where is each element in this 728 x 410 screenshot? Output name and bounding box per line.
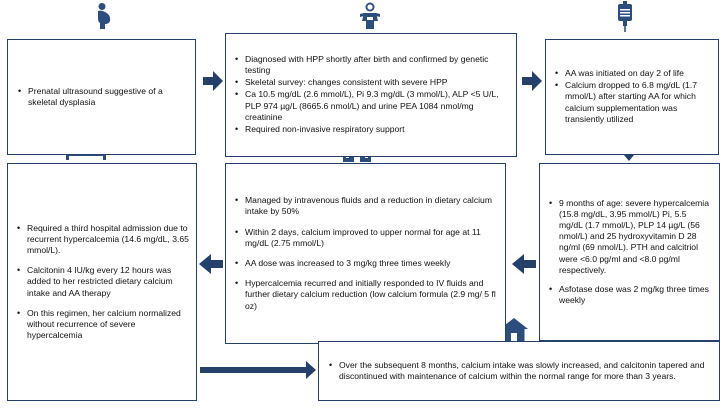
managed-item: Managed by intravenous fluids and a redu… bbox=[233, 195, 498, 217]
hyper9-item: 9 months of age: severe hypercalcemia (1… bbox=[547, 198, 712, 276]
hyper9-item: Asfotase dose was 2 mg/kg three times we… bbox=[547, 284, 712, 306]
iv-bag-icon bbox=[618, 1, 632, 32]
outcome-box: Over the subsequent 8 months, calcium in… bbox=[318, 341, 720, 401]
arrow-hyper9-to-managed bbox=[512, 254, 536, 274]
aa-start-box: AA was initiated on day 2 of life Calciu… bbox=[545, 39, 719, 155]
diagnosis-item: Required non-invasive respiratory suppor… bbox=[233, 124, 509, 136]
aa-start-item: Calcium dropped to 6.8 mg/dL (1.7 mmol/L… bbox=[553, 80, 711, 125]
managed-item: Within 2 days, calcium improved to upper… bbox=[233, 227, 498, 249]
third-item: Calcitonin 4 IU/kg every 12 hours was ad… bbox=[15, 265, 189, 299]
outcome-item: Over the subsequent 8 months, calcium in… bbox=[327, 360, 711, 382]
prenatal-box: Prenatal ultrasound suggestive of a skel… bbox=[7, 39, 196, 155]
managed-item: AA dose was increased to 3 mg/kg three t… bbox=[233, 258, 498, 270]
management-box: Managed by intravenous fluids and a redu… bbox=[225, 163, 506, 344]
arrow-prenatal-to-diagnosis bbox=[203, 71, 223, 91]
third-item: On this regimen, her calcium normalized … bbox=[15, 308, 189, 342]
arrow-diagnosis-to-aa-start bbox=[522, 71, 542, 91]
aa-start-item: AA was initiated on day 2 of life bbox=[553, 68, 711, 80]
diagnosis-box: Diagnosed with HPP shortly after birth a… bbox=[225, 33, 517, 157]
diagnosis-item: Skeletal survey: changes consistent with… bbox=[233, 77, 509, 89]
third-admission-box: Required a third hospital admission due … bbox=[7, 163, 197, 401]
diagnosis-item: Ca 10.5 mg/dL (2.6 mmol/L), Pi 9.3 mg/dL… bbox=[233, 89, 509, 123]
prenatal-item: Prenatal ultrasound suggestive of a skel… bbox=[16, 86, 187, 108]
pregnant-woman-icon bbox=[98, 3, 111, 29]
diagnosis-item: Diagnosed with HPP shortly after birth a… bbox=[233, 54, 509, 76]
baby-icon bbox=[360, 2, 380, 29]
managed-item: Hypercalcemia recurred and initially res… bbox=[233, 278, 498, 312]
home-icon bbox=[500, 318, 528, 343]
arrow-managed-to-third bbox=[199, 254, 223, 274]
arrow-third-to-outcome bbox=[200, 361, 316, 379]
hypercalcemia-9-months-box: 9 months of age: severe hypercalcemia (1… bbox=[539, 163, 720, 341]
third-item: Required a third hospital admission due … bbox=[15, 223, 189, 257]
